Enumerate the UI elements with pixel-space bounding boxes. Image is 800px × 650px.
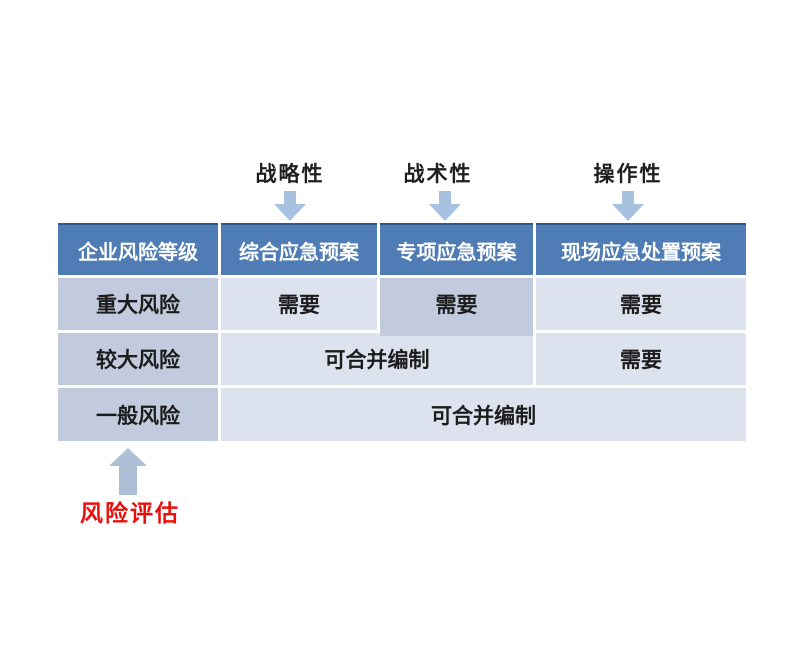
down-arrow-icon <box>274 191 306 221</box>
down-arrow-icon <box>612 191 644 221</box>
data-cell-merged: 可合并编制 <box>221 388 746 441</box>
top-label-tactical: 战术性 <box>403 162 473 186</box>
header-cell-onsite-plan: 现场应急处置预案 <box>536 223 746 275</box>
risk-assessment-label: 风险评估 <box>80 501 180 526</box>
header-cell-comprehensive-plan: 综合应急预案 <box>221 223 377 275</box>
up-arrow-icon <box>109 448 147 495</box>
header-cell-special-plan: 专项应急预案 <box>380 223 533 275</box>
data-cell: 需要 <box>536 278 746 330</box>
down-arrow-icon <box>429 191 461 221</box>
top-label-operational: 操作性 <box>593 162 663 186</box>
top-label-strategic: 战略性 <box>255 162 325 186</box>
row-level-cell-larger: 较大风险 <box>58 333 218 385</box>
data-cell-merged: 可合并编制 <box>221 333 533 385</box>
data-cell: 需要 <box>536 333 746 385</box>
data-cell-highlighted: 需要 <box>380 278 533 336</box>
header-cell-risk-level: 企业风险等级 <box>58 223 218 275</box>
data-cell: 需要 <box>221 278 377 330</box>
row-level-cell-major: 重大风险 <box>58 278 218 330</box>
row-level-cell-general: 一般风险 <box>58 388 218 441</box>
risk-plan-table: 企业风险等级 综合应急预案 专项应急预案 现场应急处置预案 重大风险 需要 需要… <box>58 223 746 441</box>
